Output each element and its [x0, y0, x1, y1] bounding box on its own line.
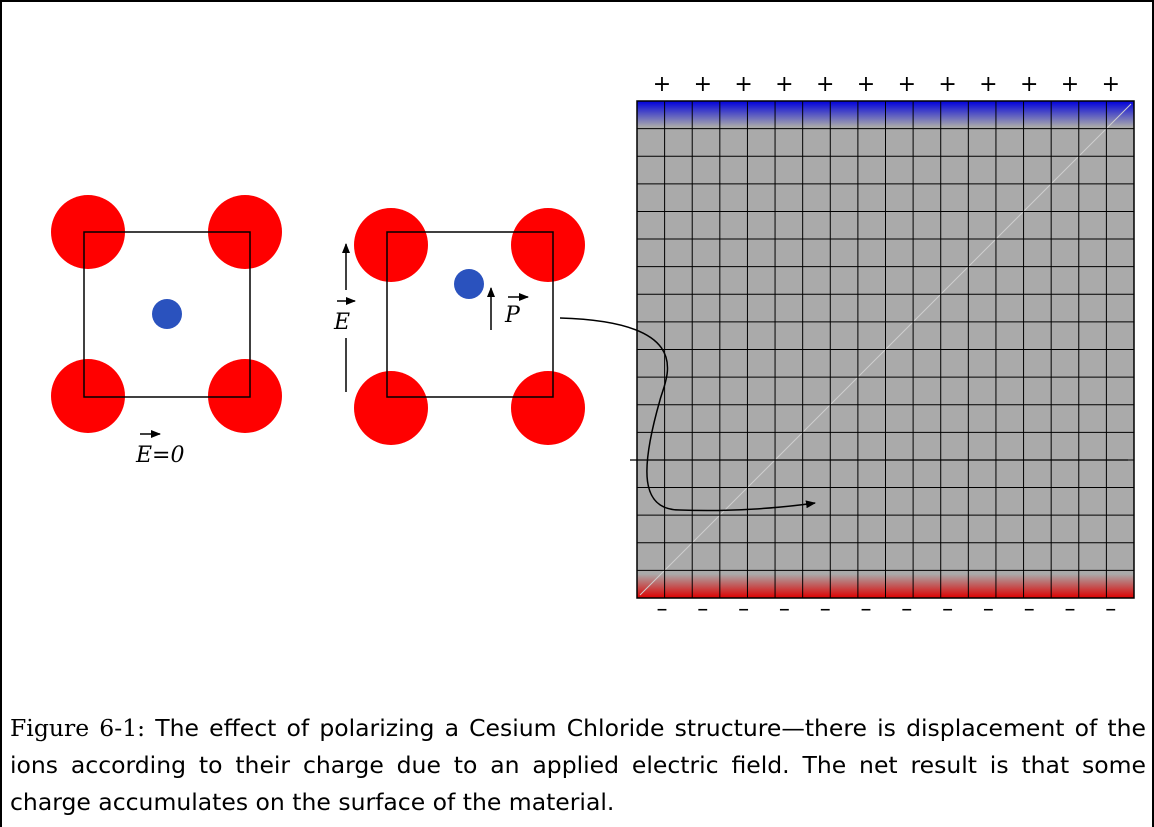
cation-center: [152, 299, 182, 329]
positive-charge: +: [979, 72, 997, 97]
slab-outline: [636, 100, 1135, 599]
negative-charge: –: [738, 597, 749, 622]
positive-charge: +: [816, 72, 834, 97]
anion-bottom-left: [354, 371, 428, 445]
anion-top-left: [354, 208, 428, 282]
negative-charge: –: [901, 597, 912, 622]
positive-charge: +: [1020, 72, 1038, 97]
negative-charge: –: [1024, 597, 1035, 622]
negative-charge: –: [697, 597, 708, 622]
positive-charge: +: [1061, 72, 1079, 97]
negative-charge: –: [1105, 597, 1116, 622]
polarization-label: P: [504, 303, 521, 328]
negative-charge: –: [861, 597, 872, 622]
negative-charge: –: [983, 597, 994, 622]
zoom-connector-arrow: [559, 317, 816, 512]
field-label: E: [333, 310, 350, 335]
negative-charge: –: [1065, 597, 1076, 622]
positive-charge: +: [857, 72, 875, 97]
negative-charge: –: [779, 597, 790, 622]
unit-cell-outline: [386, 231, 554, 398]
anion-bottom-right: [208, 359, 282, 433]
anion-bottom-right: [511, 371, 585, 445]
diagram: E=0 E P + + + + + + + + + + + + – – – – – – – – – – – –: [51, 72, 1135, 622]
zero-field-label: E=0: [135, 443, 185, 468]
positive-charge: +: [653, 72, 671, 97]
positive-charge-row: + + + + + + + + + + + +: [653, 72, 1120, 97]
anion-top-right: [511, 208, 585, 282]
positive-charge: +: [898, 72, 916, 97]
unit-cell-outline: [83, 231, 251, 398]
positive-charge: +: [694, 72, 712, 97]
positive-charge: +: [1102, 72, 1120, 97]
negative-charge-row: ––––––––––––: [657, 597, 1117, 622]
cation-displaced: [454, 269, 484, 299]
positive-charge: +: [938, 72, 956, 97]
positive-charge: +: [734, 72, 752, 97]
negative-charge: –: [657, 597, 668, 622]
figure-label: Figure 6-1:: [10, 714, 146, 742]
figure-caption: Figure 6-1: The effect of polarizing a C…: [10, 710, 1146, 821]
negative-charge: –: [942, 597, 953, 622]
unpolarized-cell: E=0: [51, 195, 282, 468]
caption-text: The effect of polarizing a Cesium Chlori…: [10, 714, 1147, 816]
anion-bottom-left: [51, 359, 125, 433]
polarized-slab: + + + + + + + + + + + + – – – – – – – – – – – –: [630, 72, 1135, 622]
slab-grid: [637, 101, 1134, 598]
polarized-cell: E P: [333, 208, 585, 445]
positive-charge: +: [775, 72, 793, 97]
negative-charge: –: [820, 597, 831, 622]
